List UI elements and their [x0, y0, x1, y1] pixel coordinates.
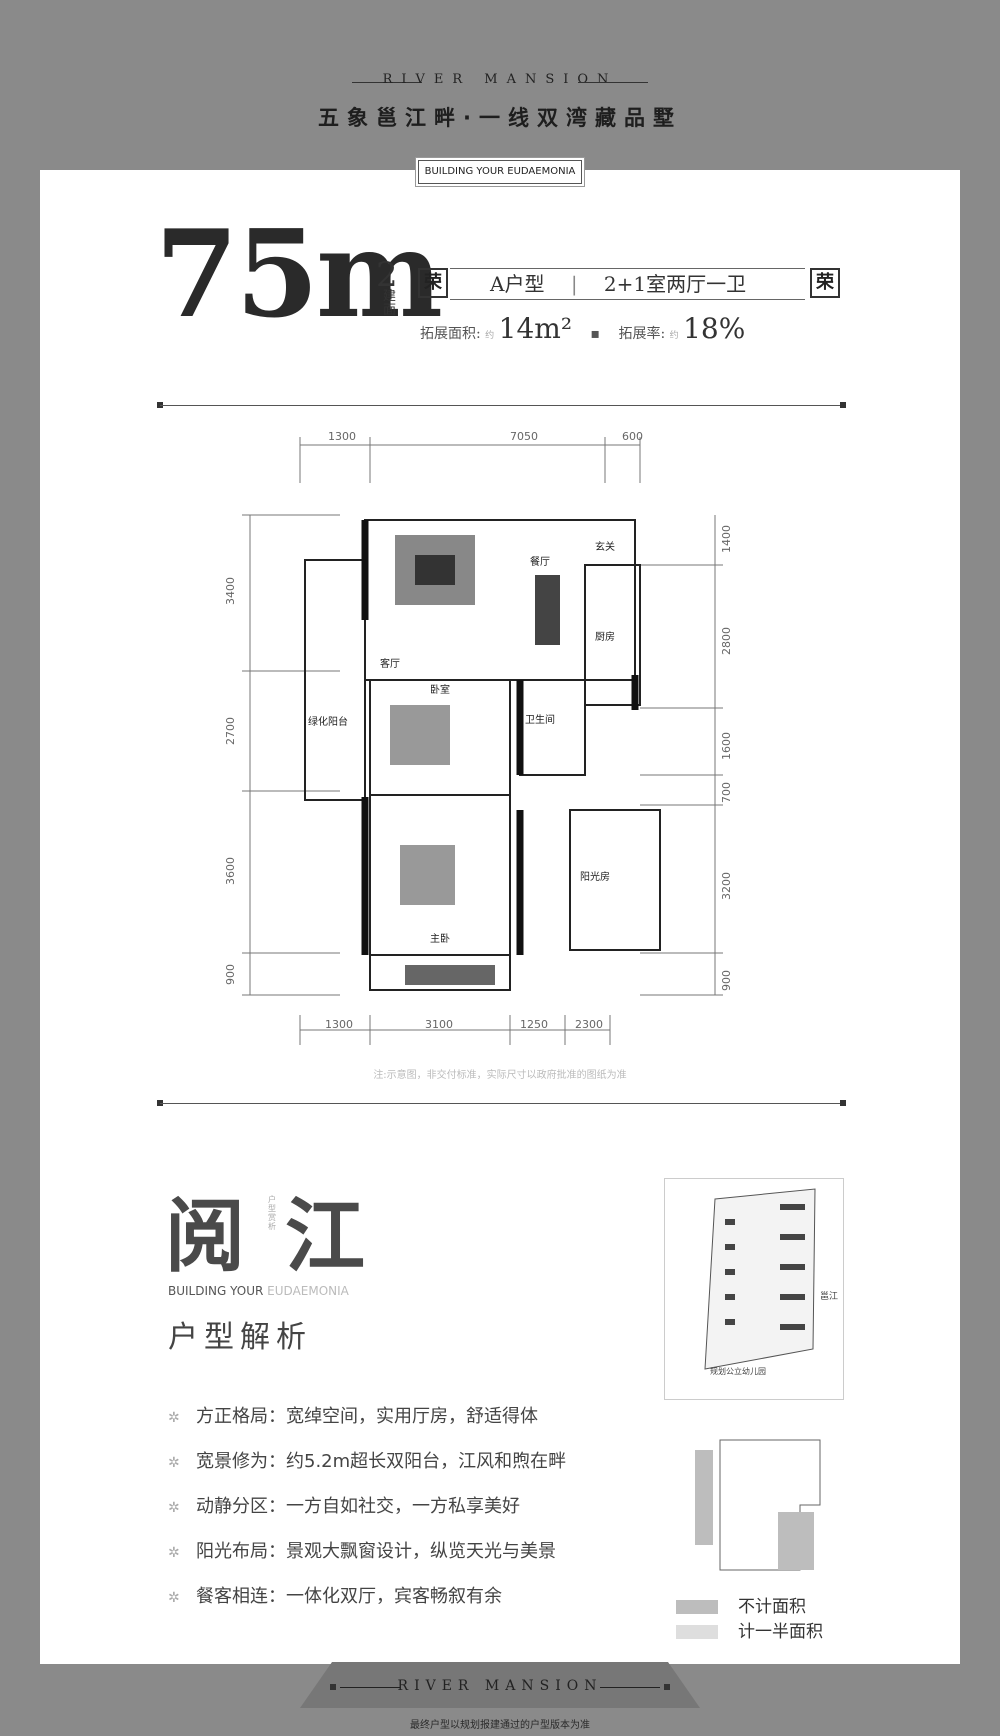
yuejiang-title: 阅江 — [165, 1189, 405, 1283]
dim-left-1: 3400 — [224, 577, 237, 605]
feature-icon: ✲ — [168, 1590, 180, 1606]
ext-area-value: 14m² — [498, 312, 573, 345]
dim-right-2: 2800 — [720, 627, 733, 655]
site-plan: 邕江 规划公立幼儿园 — [664, 1178, 844, 1400]
content-card — [40, 170, 960, 1664]
footer-note: 最终户型以规划报建通过的户型版本为准 — [410, 1720, 590, 1731]
building-your-text: BUILDING YOUR EUDAEMONIA — [168, 1284, 349, 1298]
dim-top-3: 600 — [622, 430, 643, 443]
feature-item: ✲ 阳光布局：景观大飘窗设计，纵览天光与美景 — [168, 1537, 556, 1563]
room-label-master: 主卧 — [430, 932, 450, 945]
dim-top-1: 1300 — [328, 430, 356, 443]
footer-dot-left — [330, 1684, 336, 1690]
lower-rule — [160, 1103, 843, 1104]
dim-bottom-1: 1300 — [325, 1018, 353, 1031]
header-slogan: 五象邕江畔·一线双湾藏品墅 — [318, 106, 682, 130]
tagline-box: BUILDING YOUR EUDAEMONIA — [418, 160, 582, 184]
dim-right-3: 1600 — [720, 732, 733, 760]
ext-area-label: 拓展面积: — [420, 326, 481, 342]
dim-bottom-2: 3100 — [425, 1018, 453, 1031]
footer-dot-right — [664, 1684, 670, 1690]
dim-left-4: 900 — [224, 964, 237, 985]
dim-right-4: 700 — [720, 782, 733, 803]
dim-right-5: 3200 — [720, 872, 733, 900]
seal-right-icon: 荣 — [810, 268, 840, 298]
dim-left-3: 3600 — [224, 857, 237, 885]
feature-text: 宽景修为：约5.2m超长双阳台，江风和煦在畔 — [196, 1451, 567, 1472]
ext-rate-value: 18% — [683, 312, 746, 345]
feature-icon: ✲ — [168, 1545, 180, 1561]
ext-area-prefix: 约 — [485, 331, 495, 341]
section-title: 户型解析 — [168, 1320, 312, 1355]
area-note: 建面 — [383, 289, 397, 318]
feature-item: ✲ 动静分区：一方自如社交，一方私享美好 — [168, 1492, 520, 1518]
legend-item-excluded: 不计面积 — [676, 1592, 806, 1617]
feature-item: ✲ 方正格局：宽绰空间，实用厅房，舒适得体 — [168, 1402, 538, 1428]
site-plan-drawing: 邕江 规划公立幼儿园 — [704, 1188, 838, 1376]
legend-label-excluded: 不计面积 — [738, 1597, 806, 1617]
building-prefix: BUILDING YOUR — [168, 1284, 268, 1298]
dim-top-2: 7050 — [510, 430, 538, 443]
feature-text: 动静分区：一方自如社交，一方私享美好 — [196, 1496, 520, 1517]
seal-left-icon: 荣 — [418, 268, 448, 298]
legend-item-half: 计一半面积 — [676, 1617, 823, 1642]
dim-right-1: 1400 — [720, 525, 733, 553]
feature-icon: ✲ — [168, 1455, 180, 1471]
rule-dot-right — [840, 402, 846, 408]
feature-text: 餐客相连：一体化双厅，宾客畅叙有余 — [196, 1586, 502, 1607]
footer-brand: RIVER MANSION — [397, 1678, 603, 1694]
header-brand: RIVER MANSION — [382, 72, 618, 87]
floor-plan: 客厅 餐厅 玄关 厨房 卧室 卫生间 绿化阳台 主卧 阳光房 1300 7050… — [224, 430, 733, 1045]
area-number: 75m — [155, 204, 443, 345]
legend-swatch-excluded — [676, 1600, 718, 1614]
footer-rule-right — [600, 1687, 660, 1688]
site-kindergarten-label: 规划公立幼儿园 — [710, 1366, 766, 1376]
room-label-bedroom: 卧室 — [430, 683, 450, 696]
room-label-sunroom: 阳光房 — [580, 870, 610, 883]
dim-right-6: 900 — [720, 970, 733, 991]
room-label-kitchen: 厨房 — [595, 630, 615, 643]
feature-icon: ✲ — [168, 1410, 180, 1426]
room-label-balcony: 绿化阳台 — [308, 715, 348, 728]
header-rule-left — [352, 82, 422, 83]
key-plan — [695, 1439, 821, 1571]
site-river-label: 邕江 — [820, 1290, 838, 1302]
plan-note: 注:示意图，非交付标准，实际尺寸以政府批准的图纸为准 — [373, 1070, 627, 1081]
area-superscript: 2 — [376, 255, 398, 295]
dim-left-2: 2700 — [224, 717, 237, 745]
unit-type-bar: A户型 | 2+1室两厅一卫 — [450, 268, 805, 300]
unit-type-label: A户型 — [490, 272, 545, 296]
yuejiang-vertical-text: 户型赏析 — [268, 1195, 276, 1231]
feature-text: 阳光布局：景观大飘窗设计，纵览天光与美景 — [196, 1541, 556, 1562]
room-label-entry: 玄关 — [595, 540, 615, 553]
legend-label-half: 计一半面积 — [738, 1622, 823, 1642]
rule-dot-right-2 — [840, 1100, 846, 1106]
dim-bottom-3: 1250 — [520, 1018, 548, 1031]
legend-swatch-half — [676, 1625, 718, 1639]
upper-rule — [160, 405, 843, 406]
ext-rate-prefix: 约 — [669, 331, 679, 341]
room-label-dining: 餐厅 — [530, 555, 550, 568]
building-suffix: EUDAEMONIA — [267, 1284, 349, 1298]
footer-rule-left — [340, 1687, 400, 1688]
dim-bottom-4: 2300 — [575, 1018, 603, 1031]
room-label-bath: 卫生间 — [525, 713, 555, 726]
header-rule-right — [578, 82, 648, 83]
footer-band — [300, 1662, 700, 1708]
room-label-living: 客厅 — [380, 657, 400, 670]
feature-item: ✲ 宽景修为：约5.2m超长双阳台，江风和煦在畔 — [168, 1447, 566, 1473]
feature-item: ✲ 餐客相连：一体化双厅，宾客畅叙有余 — [168, 1582, 502, 1608]
feature-text: 方正格局：宽绰空间，实用厅房，舒适得体 — [196, 1406, 538, 1427]
unit-layout-label: 2+1室两厅一卫 — [603, 272, 747, 296]
feature-icon: ✲ — [168, 1500, 180, 1516]
ext-rate-label: 拓展率: — [618, 326, 666, 342]
extension-info: 拓展面积: 约 14m² ▪ 拓展率: 约 18% — [420, 312, 746, 345]
